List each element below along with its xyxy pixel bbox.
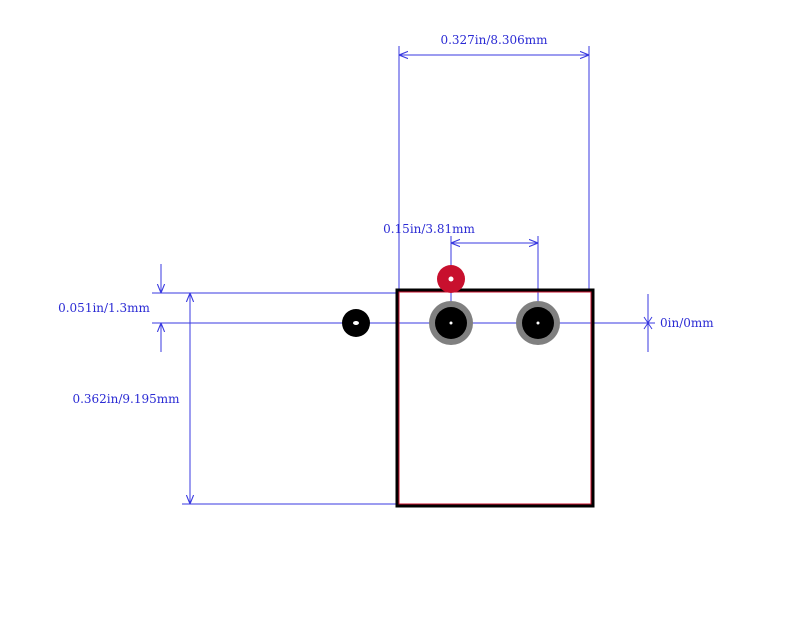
reference-pad (342, 309, 370, 337)
body-height-label: 0.362in/9.195mm (72, 392, 180, 406)
pad-2 (516, 301, 560, 345)
dimension-pin-offset: 0.051in/1.3mm (58, 264, 397, 352)
dimension-pin-pitch: 0.15in/3.81mm (383, 222, 539, 323)
body-outline (395, 288, 595, 508)
dimension-body-height: 0.362in/9.195mm (72, 293, 397, 505)
pin-pitch-label: 0.15in/3.81mm (383, 222, 475, 236)
dimension-overall-width: 0.327in/8.306mm (398, 33, 590, 290)
origin-label: 0in/0mm (660, 316, 714, 330)
courtyard-outline (398, 291, 592, 505)
pin1-marker (437, 265, 465, 293)
pad-1 (429, 301, 473, 345)
pin-offset-label: 0.051in/1.3mm (58, 301, 150, 315)
overall-width-label: 0.327in/8.306mm (440, 33, 548, 47)
